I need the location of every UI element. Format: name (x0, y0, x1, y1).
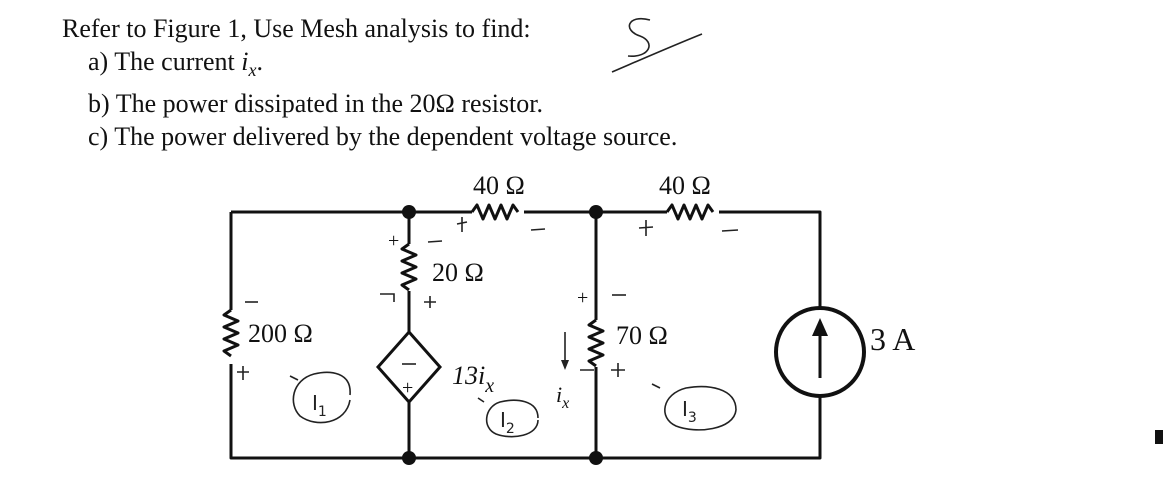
question-c: c) The power delivered by the dependent … (88, 122, 678, 152)
mesh3-letter: I (682, 397, 688, 421)
polarity-70-plus: + (577, 287, 588, 309)
label-r-top-right: 40 Ω (659, 171, 711, 200)
problem-intro: Refer to Figure 1, Use Mesh analysis to … (62, 14, 531, 43)
node-bottom-left (402, 451, 416, 465)
polarity-source-plus: + (402, 377, 413, 399)
problem-statement: Refer to Figure 1, Use Mesh analysis to … (62, 12, 677, 153)
hand-minus-40-left (530, 228, 546, 231)
hand-marks-70-bottom (580, 363, 625, 377)
label-ix: ix (556, 382, 569, 412)
ix-arrow-head (561, 360, 569, 370)
node-bottom-middle (589, 451, 603, 465)
node-top-middle (589, 205, 603, 219)
question-a-var: i (241, 47, 249, 76)
signature-underline (611, 33, 703, 73)
top-wire-right (719, 210, 822, 308)
mesh3-sub: 3 (688, 410, 697, 426)
mesh3-loop-arrow (651, 383, 737, 431)
bottom-wire (229, 364, 822, 460)
polarity-20-plus: + (388, 230, 399, 252)
mesh1-label: I1 (312, 391, 327, 420)
current-source-arrow-head (812, 318, 828, 336)
mesh2-loop-arrow (477, 397, 539, 438)
label-r-200: 200 Ω (248, 319, 313, 348)
resistor-70 (587, 318, 605, 368)
mesh1-loop-arrow (289, 371, 351, 424)
question-a-sub: x (248, 60, 257, 81)
question-b: b) The power dissipated in the 20Ω resis… (88, 89, 543, 119)
label-r-20: 20 Ω (432, 258, 484, 287)
label-r-top-left: 40 Ω (473, 171, 525, 200)
mesh2-sub: 2 (506, 421, 515, 437)
signature-mark (627, 17, 651, 57)
resistor-20 (400, 242, 418, 292)
label-r-70: 70 Ω (616, 321, 668, 350)
question-a-text: a) The current (88, 47, 242, 76)
resistor-40-left (470, 203, 520, 221)
hand-plus-40-left (456, 217, 468, 232)
hand-marks-20-bottom (380, 293, 436, 308)
ix-sub: x (561, 395, 569, 412)
hand-plus-200-bottom (237, 366, 249, 380)
hand-minus-40-right (721, 229, 739, 232)
mesh1-sub: 1 (318, 404, 327, 420)
label-dependent-source: 13ix (452, 361, 494, 397)
node-top-left (402, 205, 416, 219)
question-a: a) The current ix. (62, 45, 677, 87)
ix-var: i (556, 382, 562, 407)
resistor-40-right (665, 203, 715, 221)
mesh2-letter: I (500, 408, 506, 432)
hand-plus-40-right (638, 220, 654, 236)
mesh1-letter: I (312, 391, 318, 415)
label-current-source: 3 A (870, 321, 915, 357)
dependent-source-sub: x (484, 375, 494, 397)
resistor-200 (222, 308, 240, 358)
page-edge-mark (1155, 430, 1163, 444)
mesh3-label: I3 (682, 397, 697, 426)
hand-minus-20-top (427, 240, 443, 243)
dependent-source-coef: 13i (452, 361, 485, 390)
question-a-suffix: . (256, 47, 264, 76)
mesh2-label: I2 (500, 408, 515, 437)
